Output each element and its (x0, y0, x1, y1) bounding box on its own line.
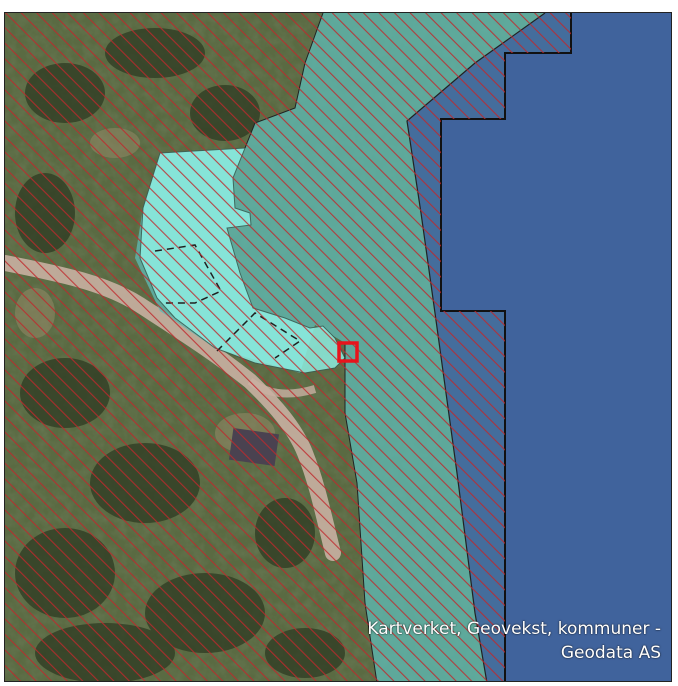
attribution-line-1: Kartverket, Geovekst, kommuner - (367, 619, 661, 639)
attribution-line-2: Geodata AS (560, 643, 661, 663)
map-attribution: Kartverket, Geovekst, kommuner - Geodata… (367, 617, 661, 665)
property-marker[interactable] (337, 341, 359, 363)
sea-area (441, 13, 671, 681)
map-view[interactable]: Kartverket, Geovekst, kommuner - Geodata… (4, 12, 672, 682)
hatched-zone (5, 13, 571, 681)
map-canvas[interactable] (5, 13, 672, 682)
